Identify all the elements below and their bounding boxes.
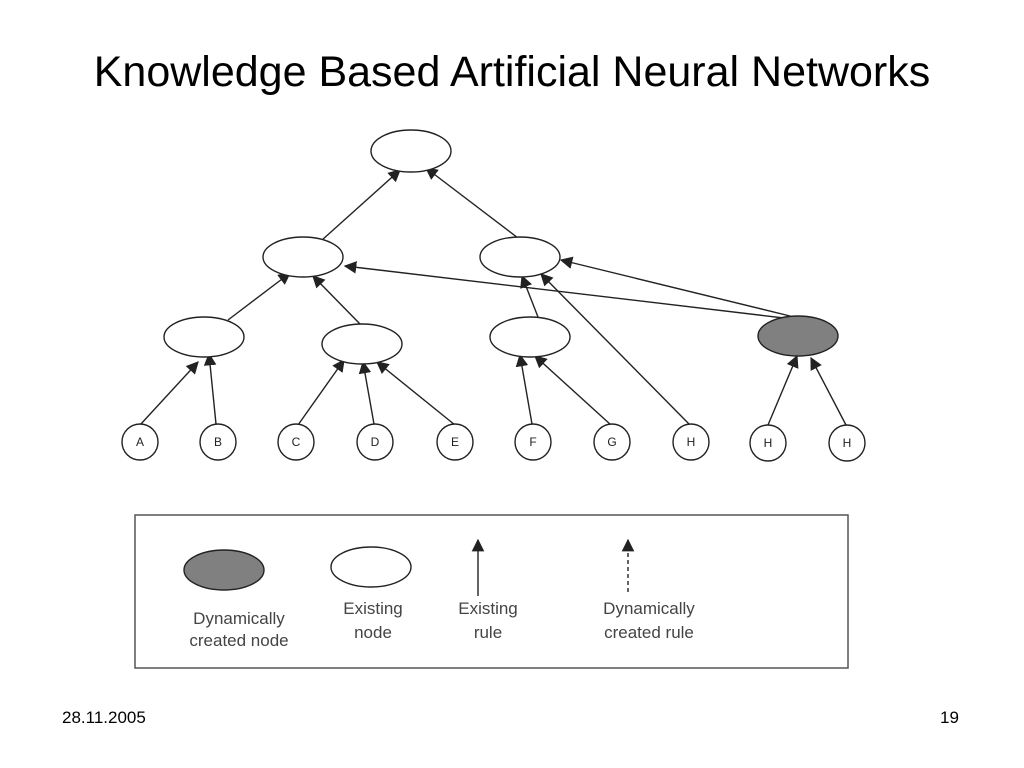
hidden-node-right xyxy=(479,236,561,278)
edge xyxy=(321,169,401,241)
hidden-node-1 xyxy=(163,316,245,358)
node-group xyxy=(163,129,839,365)
edge xyxy=(312,275,361,325)
edge xyxy=(227,272,292,321)
leaf-label-h3: H xyxy=(843,436,852,450)
edge xyxy=(540,273,691,426)
edge xyxy=(515,353,533,425)
footer-date: 28.11.2005 xyxy=(62,708,146,727)
edge xyxy=(767,354,799,426)
slide-title: Knowledge Based Artificial Neural Networ… xyxy=(93,48,931,96)
edge xyxy=(376,361,456,426)
legend-dynamic-node-label-2: created node xyxy=(189,631,288,650)
leaf-node-h2 xyxy=(749,424,787,462)
edge-group xyxy=(139,167,847,426)
leaf-node-g xyxy=(593,423,631,461)
edge xyxy=(534,355,612,426)
leaf-node-f xyxy=(514,423,552,461)
legend-existing-node-label-2: node xyxy=(354,623,392,642)
legend-existing-node-swatch xyxy=(330,546,412,588)
leaf-node-d xyxy=(356,423,394,461)
legend-dynamic-rule-label-2: created rule xyxy=(604,623,694,642)
dynamic-node xyxy=(757,315,839,357)
hidden-node-left xyxy=(262,236,344,278)
legend-dynamic-rule-label-1: Dynamically xyxy=(603,599,695,618)
edge xyxy=(297,358,345,426)
edge xyxy=(139,361,199,426)
legend: Dynamically created node Existing node E… xyxy=(134,514,849,669)
leaf-label-h: H xyxy=(687,435,696,449)
leaf-label-f: F xyxy=(529,435,536,449)
edge xyxy=(520,274,539,318)
leaf-label-a: A xyxy=(136,435,144,449)
leaf-label-d: D xyxy=(371,435,380,449)
leaf-node-b xyxy=(199,423,237,461)
edge xyxy=(424,167,519,239)
legend-existing-rule-label-2: rule xyxy=(474,623,502,642)
edge xyxy=(559,256,791,317)
legend-border xyxy=(134,514,849,669)
leaf-label-c: C xyxy=(292,435,301,449)
leaf-label-e: E xyxy=(451,435,459,449)
leaf-label-h2: H xyxy=(764,436,773,450)
leaf-node-h3 xyxy=(828,424,866,462)
leaf-node-c xyxy=(277,423,315,461)
edge xyxy=(810,356,847,426)
root-node xyxy=(370,129,452,173)
leaf-node-h xyxy=(672,423,710,461)
leaf-node-a xyxy=(121,423,159,461)
leaf-group xyxy=(121,423,866,462)
legend-existing-node-label-1: Existing xyxy=(343,599,403,618)
hidden-node-3 xyxy=(489,316,571,358)
leaf-node-e xyxy=(436,423,474,461)
leaf-label-g: G xyxy=(607,435,616,449)
edge xyxy=(343,261,785,319)
edge xyxy=(358,360,375,425)
legend-dynamic-node-swatch xyxy=(183,549,265,591)
legend-existing-rule-label-1: Existing xyxy=(458,599,518,618)
page-number: 19 xyxy=(940,708,959,727)
leaf-label-group: A B C D E F G H H H xyxy=(136,435,851,450)
leaf-label-b: B xyxy=(214,435,222,449)
hidden-node-2 xyxy=(321,323,403,365)
edge xyxy=(203,352,217,425)
legend-dynamic-node-label-1: Dynamically xyxy=(193,609,285,628)
